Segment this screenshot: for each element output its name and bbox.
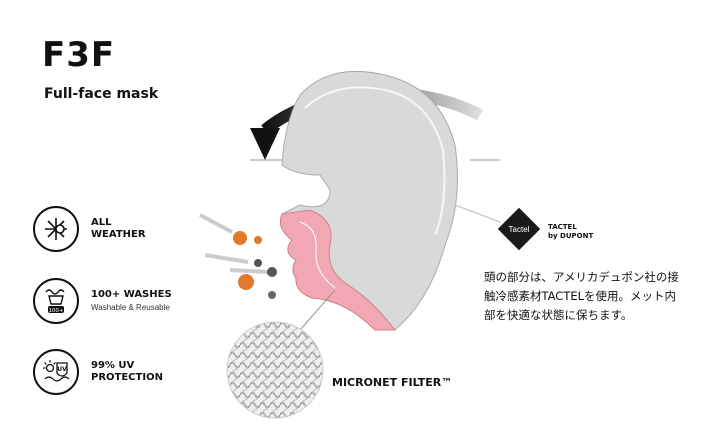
description-line: 頭の部分は、アメリカデュポン社の接 xyxy=(484,270,679,284)
product-title: F3F xyxy=(42,35,116,75)
washing-badge: 100+ xyxy=(48,308,63,314)
tactel-logo-text: Tactel xyxy=(509,225,530,234)
description-line: 部を快適な状態に保ちます。 xyxy=(484,308,633,322)
mask-head-silhouette xyxy=(279,70,458,331)
product-subtitle: Full-face mask xyxy=(44,86,159,102)
micronet-filter-zoom xyxy=(226,289,336,419)
washing-icon: 100+ xyxy=(33,278,79,324)
uv-protection-icon: UV xyxy=(33,349,79,395)
feature-washes: 100+ 100+ WASHES Washable & Reusable xyxy=(33,278,172,324)
particles xyxy=(199,213,277,299)
feature-label-line1: 99% UV xyxy=(91,359,135,371)
snowflake-sun-icon xyxy=(33,206,79,252)
feature-label-line2: PROTECTION xyxy=(91,372,163,383)
tactel-caption-line1: TACTEL xyxy=(548,223,577,231)
feature-label-line1: 100+ WASHES xyxy=(91,288,172,300)
feature-label-line1: ALL xyxy=(91,216,112,228)
feature-uv: UV 99% UV PROTECTION xyxy=(33,349,163,395)
micronet-filter-label: MICRONET FILTER™ xyxy=(332,376,453,389)
feature-sublabel: Washable & Reusable xyxy=(91,303,170,313)
tactel-caption-line2: by DUPONT xyxy=(548,232,594,241)
uv-badge: UV xyxy=(57,366,67,373)
tactel-caption: TACTEL by DUPONT xyxy=(548,223,593,241)
tactel-logo: Tactel xyxy=(497,207,541,251)
japanese-description: 頭の部分は、アメリカデュポン社の接 触冷感素材TACTELを使用。メット内 部を… xyxy=(484,268,679,325)
feature-all-weather: ALL WEATHER xyxy=(33,206,146,252)
feature-label-line2: WEATHER xyxy=(91,229,146,240)
description-line: 触冷感素材TACTELを使用。メット内 xyxy=(484,289,677,303)
